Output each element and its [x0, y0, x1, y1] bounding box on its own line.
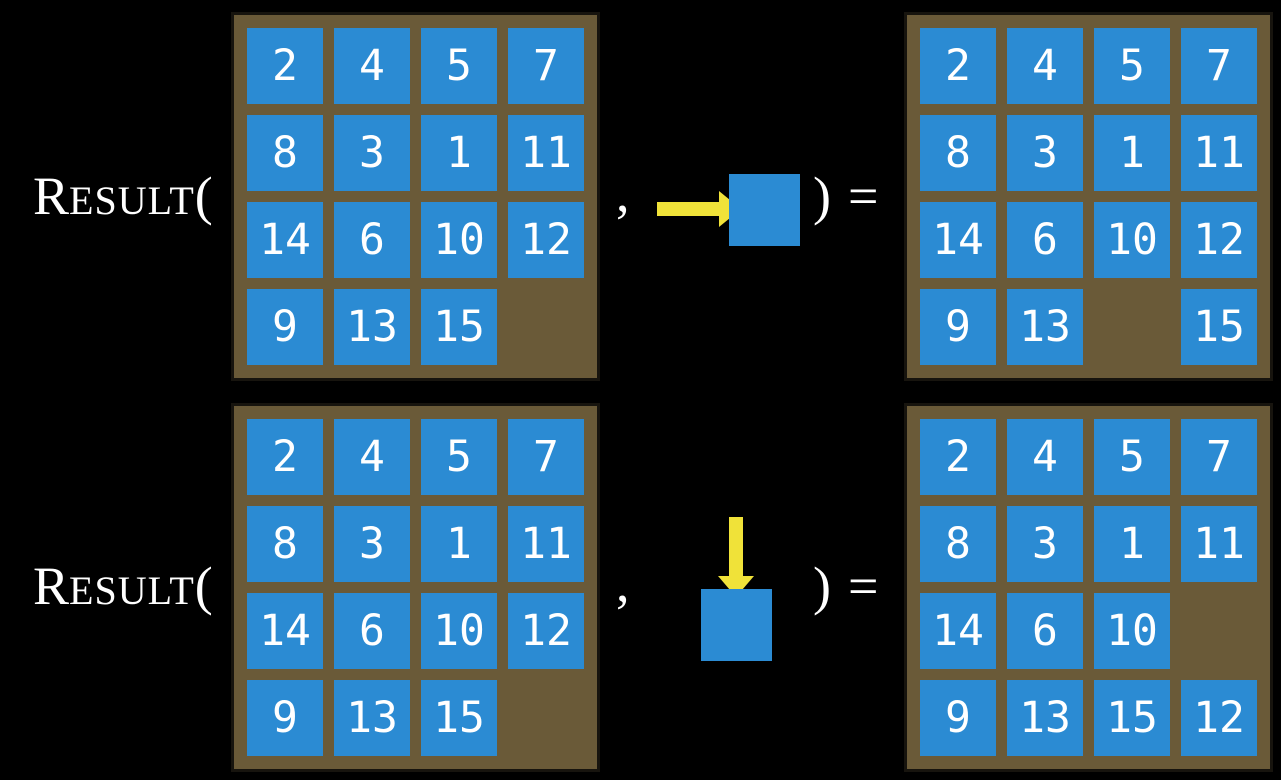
puzzle-tile: 6: [334, 593, 410, 669]
puzzle-tile: 1: [421, 115, 497, 191]
puzzle-tile: 7: [508, 28, 584, 104]
puzzle-tile: 5: [1094, 419, 1170, 495]
puzzle-tile: 13: [1007, 680, 1083, 756]
puzzle-tile: 9: [920, 680, 996, 756]
puzzle-tile: 5: [421, 28, 497, 104]
puzzle-tile: 5: [421, 419, 497, 495]
close-paren: ): [813, 556, 831, 616]
puzzle-tile: 15: [421, 680, 497, 756]
puzzle-tile: 11: [508, 115, 584, 191]
puzzle-tile: 15: [1094, 680, 1170, 756]
puzzle-tile: 1: [1094, 506, 1170, 582]
puzzle-tile: 6: [1007, 202, 1083, 278]
puzzle-tile: 5: [1094, 28, 1170, 104]
puzzle-tile: 8: [247, 506, 323, 582]
puzzle-tile: 2: [920, 28, 996, 104]
puzzle-tile: 6: [334, 202, 410, 278]
puzzle-tile: 2: [247, 419, 323, 495]
arrow-right-icon: [657, 191, 741, 227]
puzzle-tile: 11: [1181, 506, 1257, 582]
puzzle-tile: 4: [334, 419, 410, 495]
puzzle-tile: 3: [1007, 506, 1083, 582]
puzzle-tile: 2: [920, 419, 996, 495]
puzzle-tile: 12: [1181, 680, 1257, 756]
puzzle-tile: 4: [1007, 28, 1083, 104]
empty-cell: [508, 289, 584, 365]
equals-sign: =: [847, 166, 879, 226]
close-paren-equals: )=: [813, 169, 878, 223]
puzzle-tile: 3: [334, 506, 410, 582]
result-label-initial: R: [33, 166, 70, 226]
puzzle-tile: 2: [247, 28, 323, 104]
empty-cell: [1094, 289, 1170, 365]
result-label-smallcaps: ESULT: [69, 178, 195, 223]
puzzle-tile: 4: [334, 28, 410, 104]
puzzle-tile: 11: [1181, 115, 1257, 191]
result-label-smallcaps: ESULT: [69, 568, 195, 613]
move-tile: [729, 174, 800, 246]
puzzle-tile: 14: [920, 593, 996, 669]
move-tile: [701, 589, 772, 661]
equals-sign: =: [847, 556, 879, 616]
arrow-down-icon: [718, 517, 754, 597]
puzzle-tile: 14: [247, 202, 323, 278]
puzzle-tile: 3: [1007, 115, 1083, 191]
puzzle-tile: 10: [1094, 202, 1170, 278]
puzzle-tile: 10: [421, 593, 497, 669]
result-function-label: RESULT(: [33, 169, 213, 223]
puzzle-tile: 8: [247, 115, 323, 191]
puzzle-tile: 11: [508, 506, 584, 582]
comma: ,: [616, 163, 630, 223]
open-paren: (: [194, 166, 213, 226]
puzzle-tile: 3: [334, 115, 410, 191]
puzzle-tile: 13: [334, 680, 410, 756]
puzzle-tile: 12: [508, 202, 584, 278]
puzzle-tile: 14: [920, 202, 996, 278]
puzzle-tile: 7: [508, 419, 584, 495]
puzzle-tile: 15: [1181, 289, 1257, 365]
open-paren: (: [194, 556, 213, 616]
puzzle-tile: 10: [1094, 593, 1170, 669]
empty-cell: [508, 680, 584, 756]
puzzle-tile: 15: [421, 289, 497, 365]
puzzle-tile: 10: [421, 202, 497, 278]
close-paren-equals: )=: [813, 559, 878, 613]
puzzle-tile: 8: [920, 115, 996, 191]
puzzle-tile: 1: [421, 506, 497, 582]
puzzle-tile: 9: [247, 289, 323, 365]
close-paren: ): [813, 166, 831, 226]
puzzle-tile: 13: [334, 289, 410, 365]
puzzle-tile: 9: [247, 680, 323, 756]
result-label-initial: R: [33, 556, 70, 616]
empty-cell: [1181, 593, 1257, 669]
puzzle-tile: 14: [247, 593, 323, 669]
puzzle-tile: 12: [508, 593, 584, 669]
puzzle-tile: 8: [920, 506, 996, 582]
puzzle-tile: 13: [1007, 289, 1083, 365]
result-function-label: RESULT(: [33, 559, 213, 613]
puzzle-tile: 7: [1181, 28, 1257, 104]
puzzle-tile: 12: [1181, 202, 1257, 278]
puzzle-tile: 9: [920, 289, 996, 365]
puzzle-tile: 4: [1007, 419, 1083, 495]
comma: ,: [616, 553, 630, 613]
puzzle-tile: 1: [1094, 115, 1170, 191]
puzzle-tile: 7: [1181, 419, 1257, 495]
puzzle-tile: 6: [1007, 593, 1083, 669]
